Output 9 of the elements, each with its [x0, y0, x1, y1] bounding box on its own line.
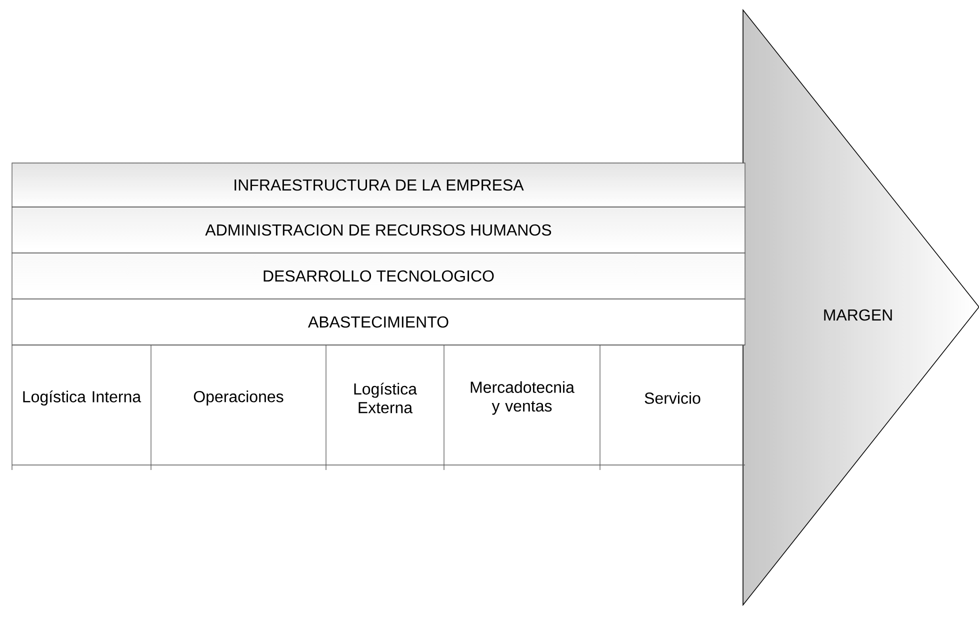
activity-cell: Logística Interna [12, 344, 152, 466]
activity-cell: Logística Externa [326, 344, 444, 466]
activity-band: INFRAESTRUCTURA DE LA EMPRESA [12, 162, 746, 208]
activity-band: DESARROLLO TECNOLOGICO [12, 252, 746, 300]
activity-cell: Operaciones [150, 344, 326, 466]
activity-cell: Mercadotecnia y ventas [444, 344, 600, 466]
activity-cell: Servicio [600, 344, 746, 466]
activity-band: ADMINISTRACION DE RECURSOS HUMANOS [12, 206, 746, 254]
activity-band: ABASTECIMIENTO [12, 298, 746, 346]
